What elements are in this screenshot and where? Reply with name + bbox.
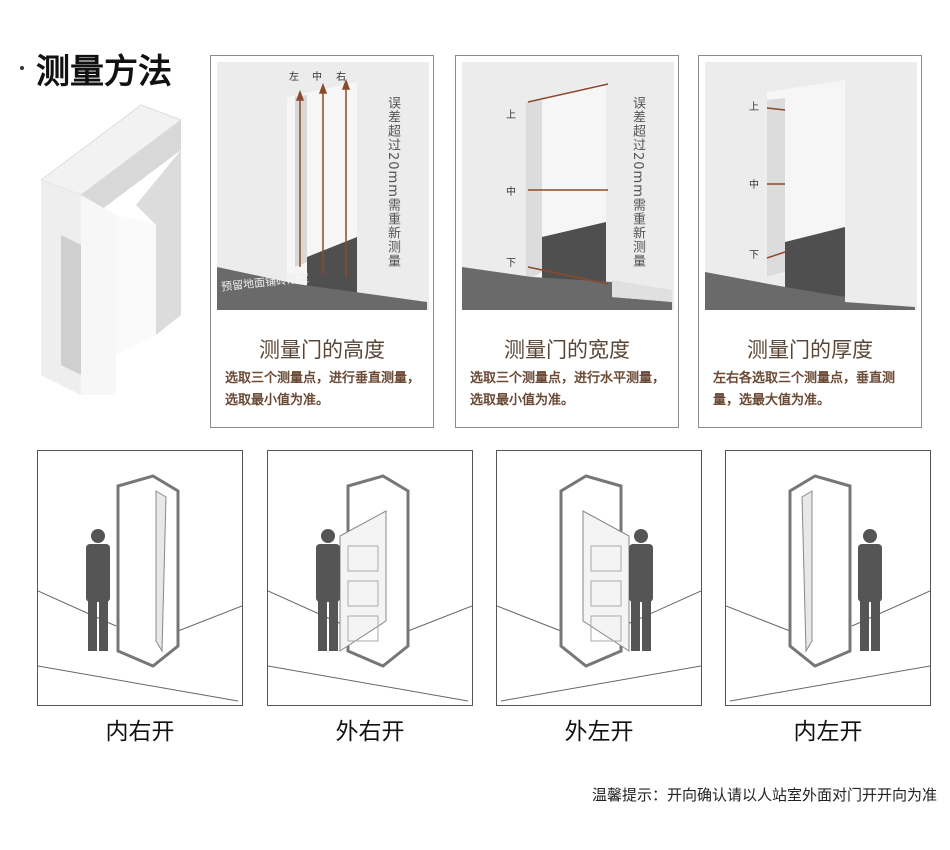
panel-door-height: 左 中 右 误差超过20mm需重新测量 预留地面铺砖厚度 测量门的高度 选取三个… [210, 55, 434, 428]
door-type-label: 外右开 [335, 719, 405, 745]
error-note: 误差超过20mm需重新测量 [385, 96, 400, 268]
label-bottom: 下 [506, 258, 516, 269]
panel-description: 选取三个测量点，进行水平测量，选取最小值为准。 [470, 371, 666, 408]
page-title: 测量方法 [36, 52, 172, 92]
door-type-panel-outward-right [267, 450, 473, 706]
panel-door-thickness: 上 中 下 测量门的厚度 左右各选取三个测量点，垂直测量，选最大值为准。 [698, 55, 922, 428]
panel-title: 测量门的宽度 [504, 338, 630, 362]
panel-title: 测量门的高度 [259, 338, 385, 362]
panel-title: 测量门的厚度 [747, 338, 873, 362]
door-frame-isometric-illustration [39, 104, 183, 395]
label-bottom: 下 [749, 250, 759, 261]
door-type-panel-outward-left [496, 450, 702, 706]
label-top: 上 [506, 110, 516, 121]
error-note: 误差超过20mm需重新测量 [630, 96, 645, 268]
door-illustration [267, 474, 473, 702]
panel-description: 左右各选取三个测量点，垂直测量，选最大值为准。 [713, 371, 896, 408]
thickness-measurement-illustration [705, 62, 917, 310]
label-top: 上 [749, 102, 759, 113]
door-illustration [725, 474, 931, 702]
label-right: 右 [336, 72, 346, 83]
door-type-label: 内右开 [105, 719, 175, 745]
panel-door-width: 上 中 下 误差超过20mm需重新测量 测量门的宽度 选取三个测量点，进行水平测… [455, 55, 679, 428]
width-measurement-illustration [462, 62, 674, 310]
door-type-panel-inward-left [725, 450, 931, 706]
door-type-panel-inward-right [37, 450, 243, 706]
bullet-dot [20, 66, 24, 70]
label-middle: 中 [312, 72, 322, 83]
door-illustration [37, 474, 243, 702]
door-type-label: 外左开 [564, 719, 634, 745]
label-middle: 中 [749, 180, 759, 191]
label-left: 左 [289, 72, 299, 83]
panel-description: 选取三个测量点，进行垂直测量，选取最小值为准。 [225, 371, 421, 408]
label-middle: 中 [506, 187, 516, 198]
footer-tip: 温馨提示：开向确认请以人站室外面对门开开向为准 [591, 786, 937, 804]
height-measurement-illustration [217, 62, 429, 310]
door-illustration [496, 474, 702, 702]
door-type-label: 内左开 [793, 719, 863, 745]
